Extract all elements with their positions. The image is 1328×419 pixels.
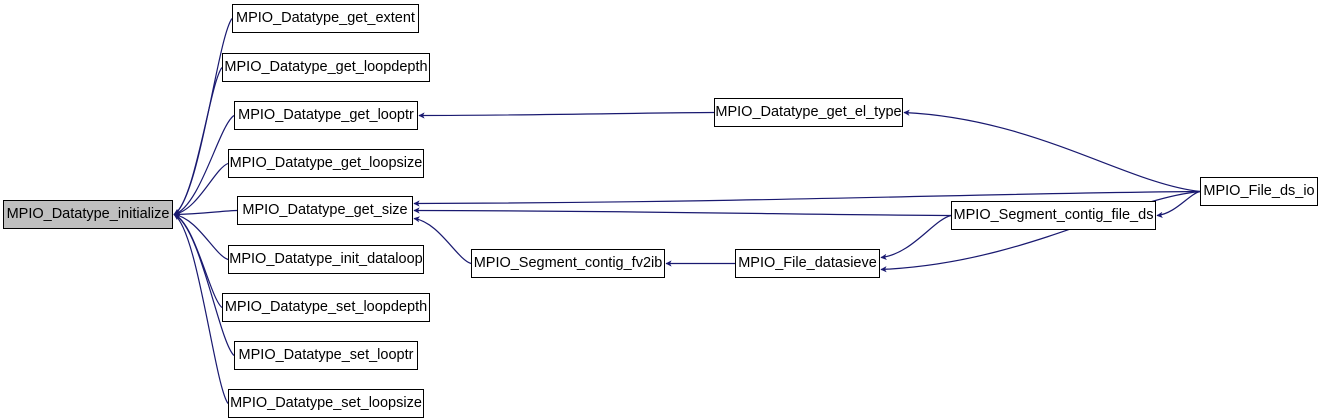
graph-edge-ds_io-to-datasieve xyxy=(880,190,1201,273)
graph-edge-get_size-to-initialize xyxy=(173,209,238,218)
graph-node-get_size[interactable]: MPIO_Datatype_get_size xyxy=(237,196,413,225)
graph-node-label: MPIO_Datatype_get_loopdepth xyxy=(224,59,428,76)
graph-edge-get_loopsize-to-initialize xyxy=(173,162,229,217)
graph-edge-get_looptr-to-initialize xyxy=(173,114,235,216)
graph-node-get_extent[interactable]: MPIO_Datatype_get_extent xyxy=(232,4,419,33)
graph-node-datasieve[interactable]: MPIO_File_datasieve xyxy=(735,249,880,278)
graph-node-set_loopsize[interactable]: MPIO_Datatype_set_loopsize xyxy=(228,389,424,418)
graph-node-label: MPIO_Datatype_set_loopsize xyxy=(230,395,422,412)
graph-edge-contig_file_ds-to-get_size xyxy=(413,207,952,217)
graph-node-label: MPIO_Datatype_get_size xyxy=(242,202,408,219)
graph-node-initialize: MPIO_Datatype_initialize xyxy=(3,200,173,229)
graph-node-label: MPIO_Datatype_get_extent xyxy=(236,10,415,27)
graph-node-get_loopsize[interactable]: MPIO_Datatype_get_loopsize xyxy=(228,149,424,178)
graph-node-label: MPIO_Segment_contig_fv2ib xyxy=(473,255,663,272)
graph-edge-get_extent-to-initialize xyxy=(173,18,233,216)
graph-node-init_dataloop[interactable]: MPIO_Datatype_init_dataloop xyxy=(228,245,424,274)
graph-edge-set_loopsize-to-initialize xyxy=(173,213,229,404)
graph-node-label: MPIO_Datatype_set_loopdepth xyxy=(224,299,428,316)
graph-edge-ds_io-to-get_size xyxy=(413,190,1201,207)
graph-node-contig_fv2ib[interactable]: MPIO_Segment_contig_fv2ib xyxy=(471,249,665,278)
graph-node-label: MPIO_Datatype_get_loopsize xyxy=(229,155,423,172)
graph-node-get_loopdepth[interactable]: MPIO_Datatype_get_loopdepth xyxy=(222,53,430,82)
graph-node-get_looptr[interactable]: MPIO_Datatype_get_looptr xyxy=(234,101,418,130)
graph-node-label: MPIO_Datatype_set_looptr xyxy=(238,347,414,364)
graph-node-ds_io[interactable]: MPIO_File_ds_io xyxy=(1200,177,1318,206)
graph-node-set_looptr[interactable]: MPIO_Datatype_set_looptr xyxy=(234,341,418,370)
graph-edge-contig_file_ds-to-datasieve xyxy=(880,214,952,260)
graph-node-get_el_type[interactable]: MPIO_Datatype_get_el_type xyxy=(714,98,903,127)
graph-edge-set_looptr-to-initialize xyxy=(173,213,235,356)
graph-node-set_loopdepth[interactable]: MPIO_Datatype_set_loopdepth xyxy=(222,293,430,322)
graph-edge-ds_io-to-get_el_type xyxy=(903,109,1201,193)
graph-node-label: MPIO_Datatype_init_dataloop xyxy=(229,251,423,268)
graph-edge-get_loopdepth-to-initialize xyxy=(173,67,223,216)
graph-edge-ds_io-to-contig_file_ds xyxy=(1156,190,1201,219)
graph-edge-contig_fv2ib-to-get_size xyxy=(413,216,472,265)
graph-node-label: MPIO_Datatype_get_el_type xyxy=(715,104,902,121)
graph-node-contig_file_ds[interactable]: MPIO_Segment_contig_file_ds xyxy=(951,201,1156,230)
graph-node-label: MPIO_Datatype_get_looptr xyxy=(238,107,414,124)
graph-node-label: MPIO_File_datasieve xyxy=(738,255,877,272)
graph-edge-get_el_type-to-get_looptr xyxy=(418,111,715,119)
graph-node-label: MPIO_Segment_contig_file_ds xyxy=(953,207,1154,224)
graph-node-label: MPIO_Datatype_initialize xyxy=(6,206,170,223)
graph-node-label: MPIO_File_ds_io xyxy=(1203,183,1315,200)
